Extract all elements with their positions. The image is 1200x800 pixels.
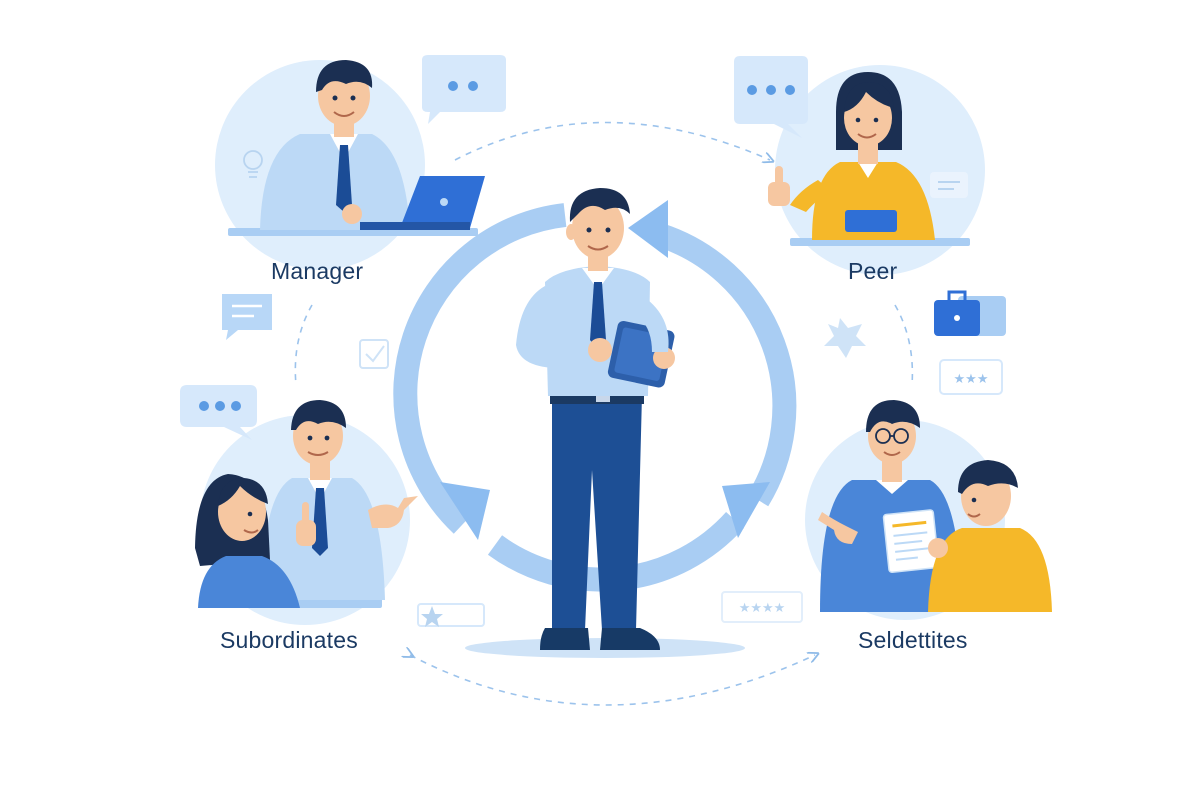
speech-bubble-icon (422, 55, 506, 124)
star-rating-icon: ★★★★ (721, 591, 803, 623)
center-person (516, 188, 675, 650)
svg-text:★★★★: ★★★★ (739, 601, 786, 616)
peer-label: Peer (848, 258, 898, 284)
star-badge-icon (824, 318, 866, 358)
speech-bubble-icon (734, 56, 808, 138)
star-rating-icon: ★★★ (939, 359, 1003, 395)
thumbs-up-icon (768, 166, 790, 206)
arrowhead-top (628, 200, 668, 258)
self-label: Seldettites (858, 627, 968, 653)
lightbulb-icon (243, 150, 263, 178)
arrowhead-left (440, 482, 490, 540)
briefcase-icon (934, 290, 1006, 336)
peer-vignette (734, 56, 985, 275)
laptop-icon (360, 176, 485, 230)
svg-text:★★★: ★★★ (954, 372, 989, 387)
document-icon (882, 509, 940, 574)
self-vignette: ★★★ ★★★★ (721, 290, 1052, 623)
star-badge-icon (417, 603, 485, 627)
message-card-icon (222, 294, 272, 340)
speech-bubble-icon (180, 385, 257, 440)
cycle-arrowheads (440, 200, 770, 540)
dashed-connectors (294, 121, 914, 706)
subordinates-vignette (180, 294, 485, 627)
manager-label: Manager (271, 258, 364, 284)
manager-vignette (215, 55, 506, 270)
checkbox-icon (359, 339, 389, 369)
arrowhead-right (722, 482, 770, 538)
chat-card-icon (930, 172, 968, 198)
subordinates-label: Subordinates (220, 627, 358, 653)
